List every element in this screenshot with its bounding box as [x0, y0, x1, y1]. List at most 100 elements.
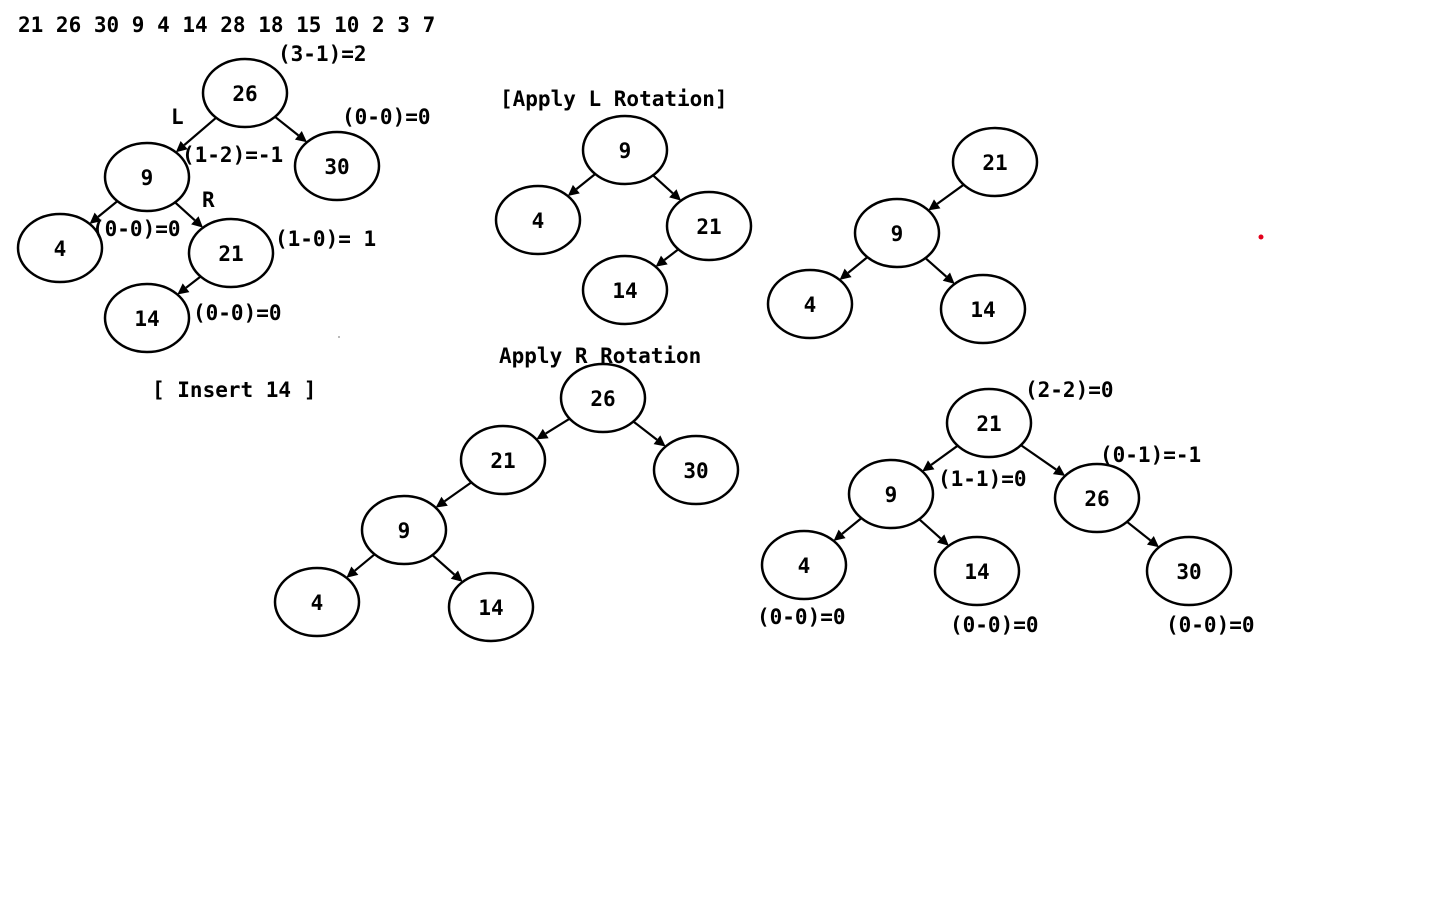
node-ellipse — [933, 535, 1021, 607]
label-bf-30: (0-0)=0 — [342, 105, 431, 129]
node-ellipse — [652, 434, 740, 506]
arrowhead — [936, 534, 949, 546]
edge-n21-n26 — [1020, 444, 1066, 476]
insertion-sequence: 21 26 30 9 4 14 28 18 15 10 2 3 7 — [18, 13, 435, 37]
node-label: 21 — [490, 449, 515, 473]
edge-line — [936, 183, 965, 205]
arrowhead — [833, 529, 846, 541]
edge-n9-n4 — [833, 517, 863, 541]
node-label: 14 — [478, 596, 503, 620]
arrowhead — [942, 272, 955, 284]
edge-n9-n4 — [839, 256, 869, 280]
node-21: 21 — [459, 424, 547, 496]
node-ellipse — [853, 197, 941, 269]
edge-n9-n21 — [174, 201, 203, 228]
edge-n26-n9 — [175, 116, 217, 153]
label-bf-final-4: (0-0)=0 — [757, 605, 846, 629]
node-label: 4 — [532, 209, 545, 233]
node-9: 9 — [853, 197, 941, 269]
edge-line — [1020, 444, 1057, 471]
node-ellipse — [459, 424, 547, 496]
arrowhead — [669, 189, 681, 201]
node-ellipse — [559, 362, 647, 434]
arrowhead — [177, 283, 190, 295]
node-label: 30 — [683, 459, 708, 483]
node-ellipse — [847, 458, 935, 530]
edge-line — [924, 257, 948, 278]
node-9: 9 — [103, 141, 191, 213]
node-4: 4 — [16, 212, 104, 284]
node-ellipse — [1053, 462, 1141, 534]
node-4: 4 — [494, 184, 582, 256]
node-21: 21 — [951, 126, 1039, 198]
node-ellipse — [581, 254, 669, 326]
node-30: 30 — [652, 434, 740, 506]
label-bf-final-30: (0-0)=0 — [1166, 613, 1255, 637]
node-ellipse — [760, 529, 848, 601]
node-21: 21 — [665, 190, 753, 262]
edge-n9-n21 — [652, 174, 681, 201]
node-ellipse — [951, 126, 1039, 198]
node-ellipse — [581, 114, 669, 186]
node-label: 26 — [1084, 487, 1109, 511]
arrowhead — [567, 184, 580, 197]
node-21: 21 — [187, 217, 275, 289]
node-label: 4 — [311, 591, 324, 615]
edge-line — [918, 518, 942, 540]
edge-line — [652, 174, 674, 195]
red-dot — [1258, 234, 1264, 240]
node-label: 9 — [141, 166, 154, 190]
label-bf-9: (1-2)=-1 — [182, 143, 283, 167]
node-14: 14 — [103, 282, 191, 354]
label-caption-l-rotation: [Apply L Rotation] — [500, 87, 728, 111]
edge-n9-n14 — [924, 257, 955, 284]
node-14: 14 — [933, 535, 1021, 607]
arrowhead — [922, 460, 935, 472]
label-dir-l: L — [171, 105, 184, 129]
edge-n21-n9 — [928, 183, 965, 211]
label-bf-final-9: (1-1)=0 — [938, 467, 1027, 491]
edge-line — [847, 256, 869, 274]
node-label: 4 — [54, 237, 67, 261]
arrowhead — [435, 496, 448, 508]
node-ellipse — [103, 282, 191, 354]
label-bf-26: (3-1)=2 — [278, 42, 367, 66]
node-ellipse — [103, 141, 191, 213]
edge-n9-n14 — [431, 554, 463, 582]
node-14: 14 — [939, 273, 1027, 345]
node-30: 30 — [293, 130, 381, 202]
edge-n9-n4 — [567, 173, 596, 197]
label-dir-r: R — [202, 188, 215, 212]
edge-n26-n30 — [632, 420, 666, 447]
edge-line — [431, 554, 456, 576]
node-label: 14 — [970, 298, 995, 322]
arrowhead — [655, 255, 668, 267]
edge-line — [443, 481, 473, 503]
node-ellipse — [494, 184, 582, 256]
node-9: 9 — [360, 494, 448, 566]
node-label: 14 — [612, 279, 637, 303]
label-caption-insert: [ Insert 14 ] — [152, 378, 316, 402]
arrowhead — [191, 216, 203, 228]
arrowhead — [1052, 465, 1066, 476]
node-21: 21 — [945, 387, 1033, 459]
arrowhead — [294, 131, 308, 143]
edge-line — [185, 275, 202, 289]
edge-n26-n30 — [1126, 520, 1160, 548]
edge-line — [274, 115, 300, 137]
node-ellipse — [945, 387, 1033, 459]
edge-n9-n14 — [918, 518, 949, 546]
edge-line — [930, 444, 959, 466]
edge-n9-n4 — [346, 553, 376, 578]
node-label: 9 — [619, 139, 632, 163]
edge-n21-n14 — [177, 275, 202, 295]
arrowhead — [839, 268, 852, 280]
edge-n21-n14 — [655, 248, 680, 267]
node-14: 14 — [581, 254, 669, 326]
node-ellipse — [273, 566, 361, 638]
